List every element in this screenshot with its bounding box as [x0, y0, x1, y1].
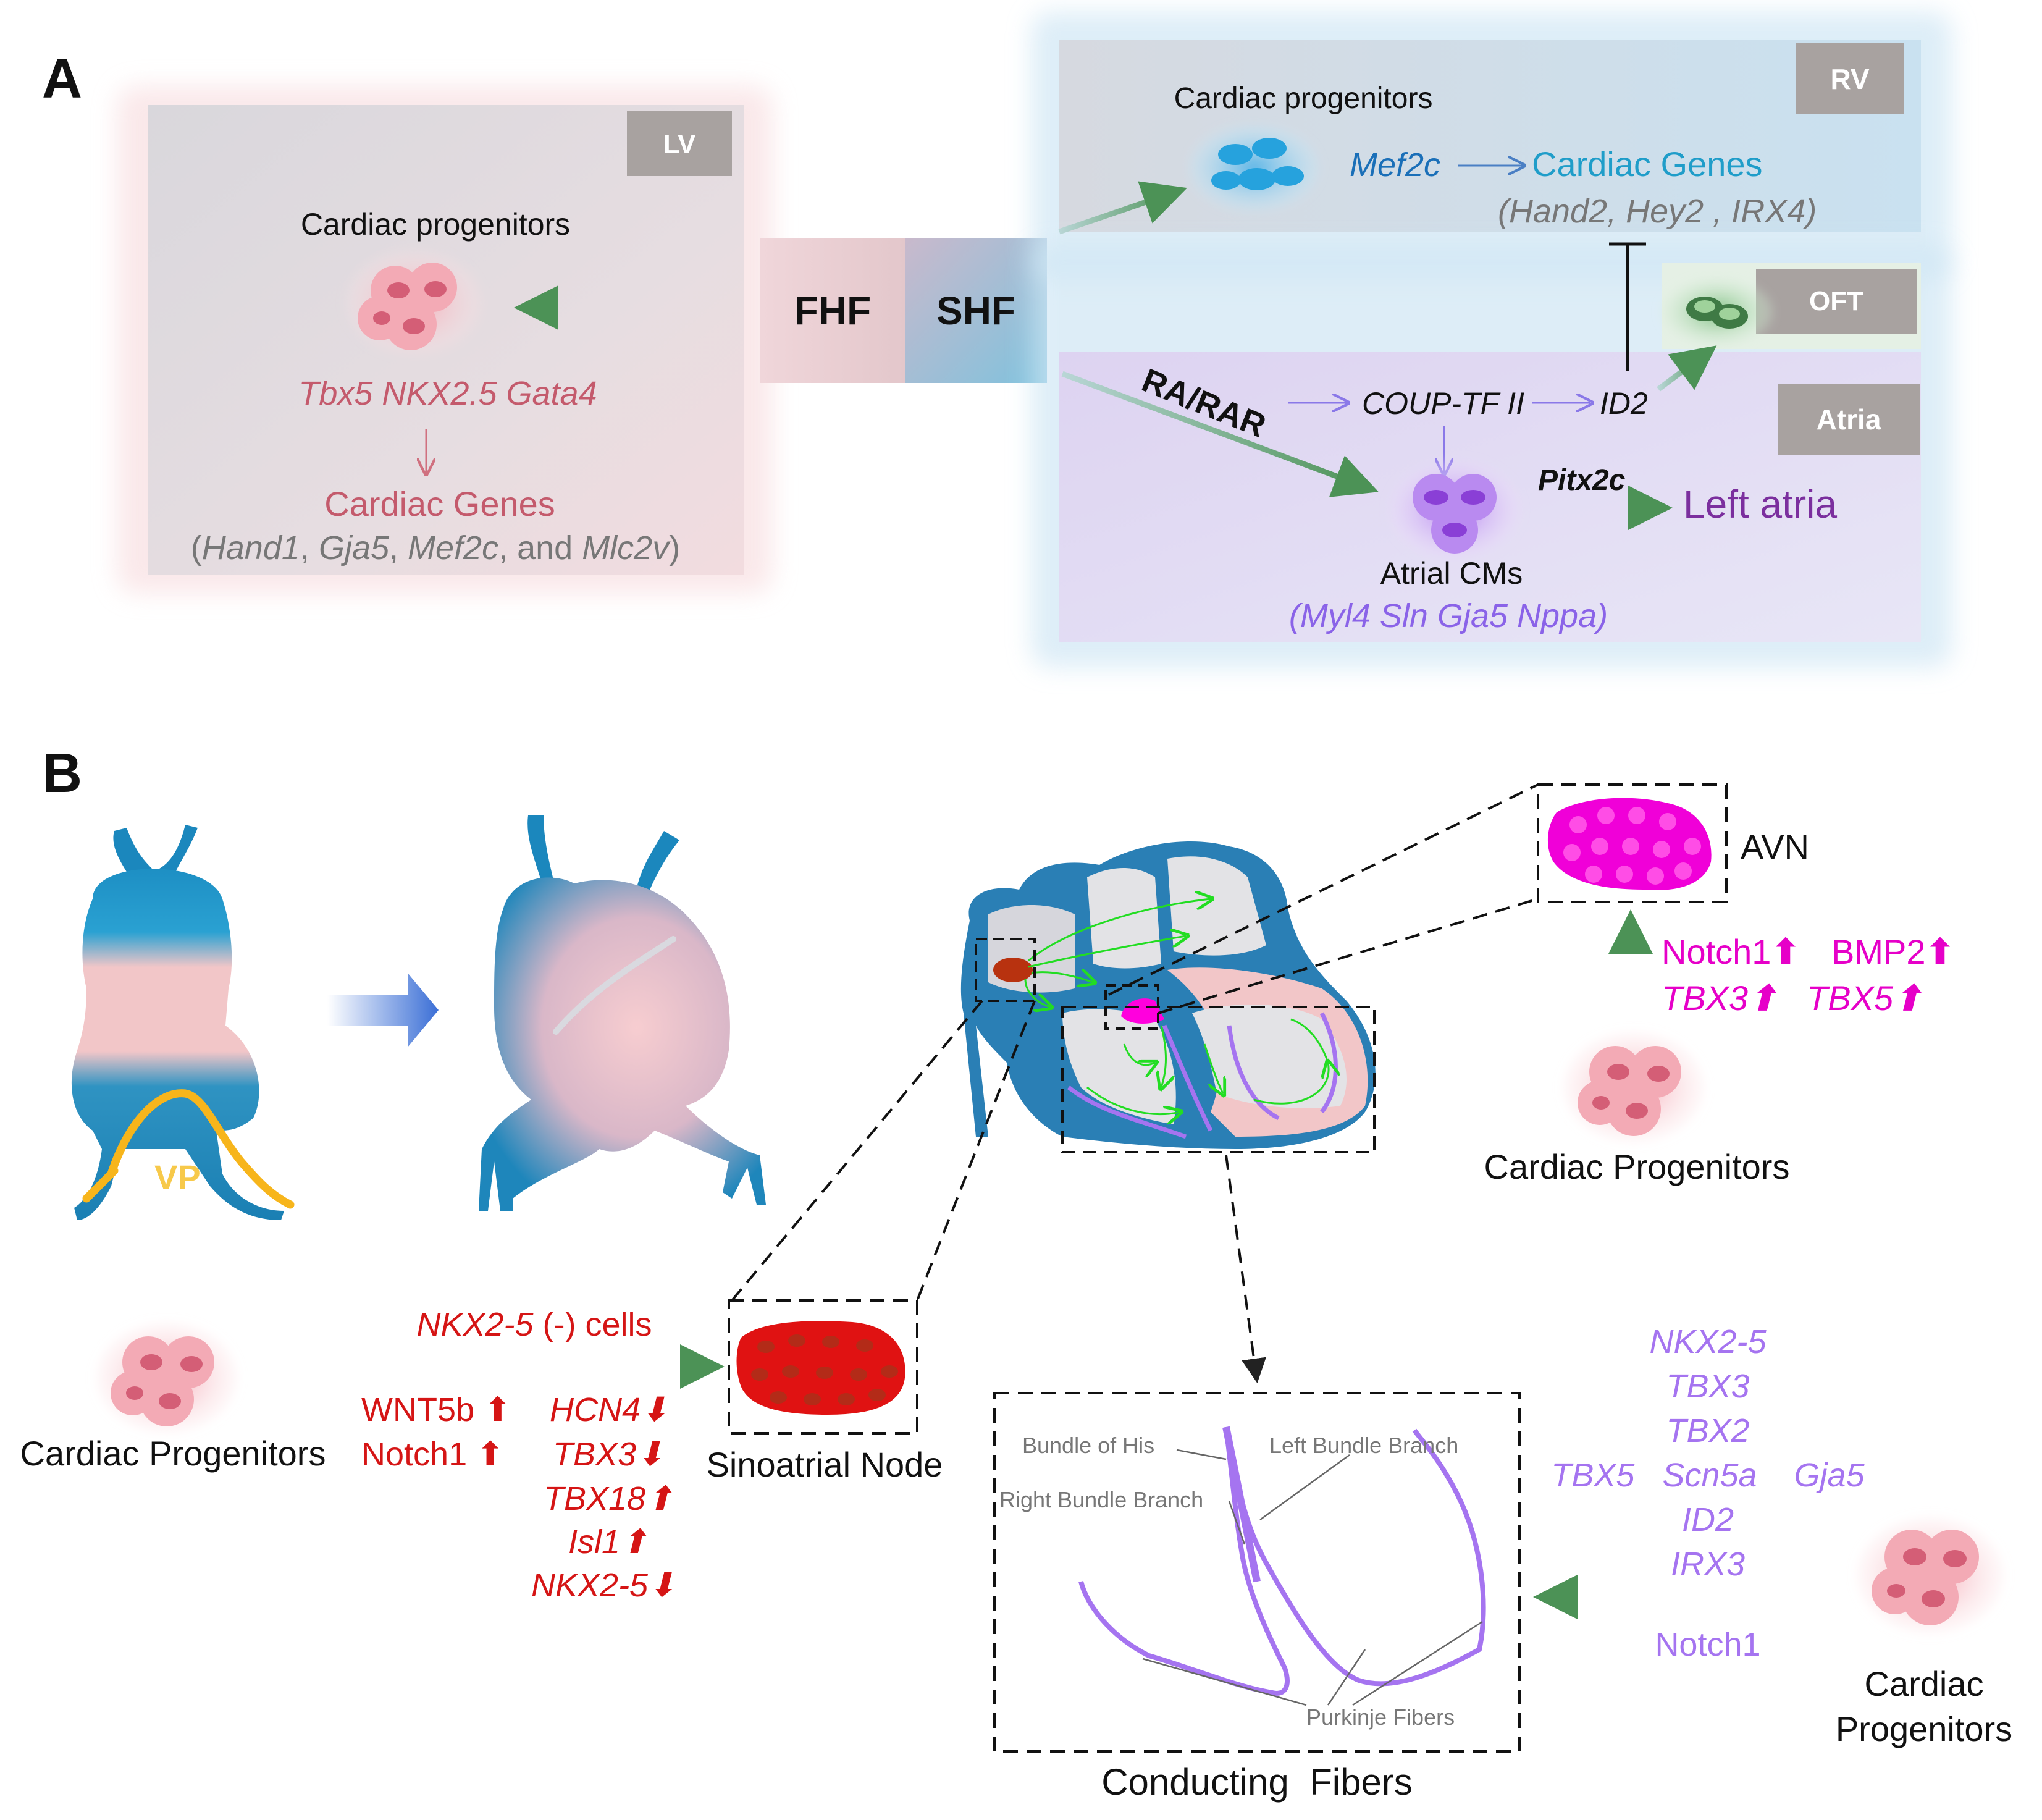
- san-nkx-cells: NKX2-5 (-) cells: [416, 1306, 652, 1343]
- lv-progenitor-cells: [346, 250, 482, 355]
- san-factor-right-0: HCN4⬇: [550, 1391, 668, 1428]
- transition-arrow: [327, 973, 439, 1047]
- rv-cardiac-genes-title: Cardiac Genes: [1532, 145, 1763, 183]
- san-factor-right-3: Isl1⬆: [568, 1523, 648, 1561]
- cf-notch1: Notch1: [1655, 1626, 1760, 1663]
- cf-factor-5: IRX3: [1671, 1546, 1745, 1583]
- san-factor-right-1: TBX3⬇: [553, 1436, 664, 1473]
- left-atria-label: Left atria: [1683, 482, 1837, 526]
- cf-progenitors-line2: Progenitors: [1836, 1709, 2012, 1748]
- atrial-markers: (Myl4 Sln Gja5 Nppa): [1289, 597, 1608, 634]
- rv-box: RV Cardiac progenitors Mef2c Cardiac Gen…: [1032, 12, 1952, 278]
- adult-heart-schematic: [960, 841, 1376, 1153]
- san-zoom: [728, 1299, 918, 1435]
- lv-cardiac-genes-title: Cardiac Genes: [324, 484, 555, 523]
- panel-a-label: A: [42, 48, 82, 110]
- rv-cardiac-genes-list: (Hand2, Hey2 , IRX4): [1498, 193, 1817, 230]
- rv-tag-label: RV: [1830, 63, 1869, 95]
- avn-factor-notch1: Notch1⬆: [1662, 932, 1800, 971]
- rv-progenitors-label: Cardiac progenitors: [1174, 82, 1433, 115]
- rv-progenitor-cells: [1189, 125, 1319, 211]
- lv-tag-label: LV: [663, 129, 697, 159]
- atria-tag-label: Atria: [1817, 403, 1881, 436]
- right-bundle-branch-label: Right Bundle Branch: [999, 1487, 1203, 1512]
- id2-inhibits-cardiac-genes: [1609, 242, 1646, 371]
- oft-progenitor-cells: [1662, 278, 1773, 346]
- cf-factor-1: TBX3: [1666, 1368, 1749, 1405]
- avn-factor-tbx3: TBX3⬆: [1662, 979, 1777, 1017]
- rv-tag: [1796, 43, 1904, 114]
- oft-tag: [1756, 269, 1917, 334]
- atria-box: OFT Atria RA/RAR COUP-TF II ID2 Pitx2c L…: [1032, 247, 1952, 667]
- atrial-cm-cells: [1390, 460, 1519, 559]
- vp-label: VP: [154, 1158, 201, 1197]
- cf-factor-0: NKX2-5: [1649, 1323, 1767, 1360]
- id2-label: ID2: [1600, 386, 1648, 421]
- san-marker: [993, 958, 1033, 982]
- conducting-fibers-title: Conducting Fibers: [1101, 1761, 1413, 1803]
- san-factor-right-4: NKX2-5⬇: [531, 1567, 676, 1604]
- pitx2c-label: Pitx2c: [1538, 464, 1625, 497]
- lv-progenitors-label: Cardiac progenitors: [301, 207, 570, 242]
- cf-factor-2: TBX2: [1666, 1412, 1749, 1449]
- avn-label: AVN: [1741, 827, 1809, 866]
- heart-tube-early: VP: [71, 825, 295, 1220]
- avn-progenitors-label: Cardiac Progenitors: [1484, 1147, 1790, 1186]
- cf-progenitor-cells: [1856, 1517, 2004, 1634]
- lv-tag: [627, 111, 732, 176]
- left-bundle-branch-label: Left Bundle Branch: [1269, 1433, 1458, 1458]
- cf-progenitors-line1: Cardiac: [1865, 1664, 1984, 1703]
- bundle-of-his-label: Bundle of His: [1022, 1433, 1154, 1458]
- id2-to-oft-arrow: [1657, 345, 1717, 392]
- san-factor-left-0: WNT5b ⬆: [361, 1391, 511, 1428]
- coup-tf-ii: COUP-TF II: [1362, 386, 1524, 421]
- purkinje-fibers-label: Purkinje Fibers: [1306, 1704, 1455, 1730]
- shf-label: SHF: [936, 289, 1015, 333]
- sinoatrial-node-label: Sinoatrial Node: [707, 1445, 943, 1484]
- lv-transcription-factors: Tbx5 NKX2.5 Gata4: [298, 375, 597, 412]
- san-factor-right-2: TBX18⬆: [544, 1480, 673, 1517]
- rv-mef2c: Mef2c: [1350, 146, 1440, 183]
- zoom-lines: [731, 783, 1539, 1383]
- shf-to-atria-arrow: [1061, 371, 1379, 497]
- conducting-fibers-zoom: Bundle of His Left Bundle Branch Right B…: [993, 1392, 1521, 1753]
- avn-factor-tbx5: TBX5⬆: [1807, 979, 1922, 1017]
- avn-marker: [1121, 998, 1164, 1024]
- lv-box: LV Cardiac progenitors Tbx5 NKX2.5 Gata4…: [117, 86, 772, 593]
- atria-tag: [1778, 384, 1920, 455]
- lv-cardiac-genes-list: (Hand1, Gja5, Mef2c, and Mlc2v): [191, 529, 680, 567]
- shf-to-rv-arrow: [1058, 181, 1188, 235]
- heart-looped: [479, 815, 766, 1211]
- panel-b-label: B: [42, 743, 82, 804]
- fhf-box: [760, 238, 905, 383]
- san-progenitor-cells: [96, 1322, 238, 1433]
- shf-box: [905, 238, 1047, 383]
- avn-zoom: [1537, 783, 1728, 903]
- cf-factor-4: ID2: [1682, 1501, 1734, 1538]
- avn-progenitor-cells: [1563, 1032, 1705, 1143]
- cf-factor-3: TBX5 Scn5a Gja5: [1551, 1457, 1865, 1494]
- avn-factor-bmp2: BMP2⬆: [1831, 932, 1954, 971]
- oft-tag-label: OFT: [1809, 286, 1863, 316]
- san-factor-left-1: Notch1 ⬆: [361, 1436, 504, 1473]
- san-progenitors-label: Cardiac Progenitors: [20, 1434, 326, 1473]
- atrial-cms-label: Atrial CMs: [1380, 556, 1523, 591]
- fhf-label: FHF: [794, 289, 871, 333]
